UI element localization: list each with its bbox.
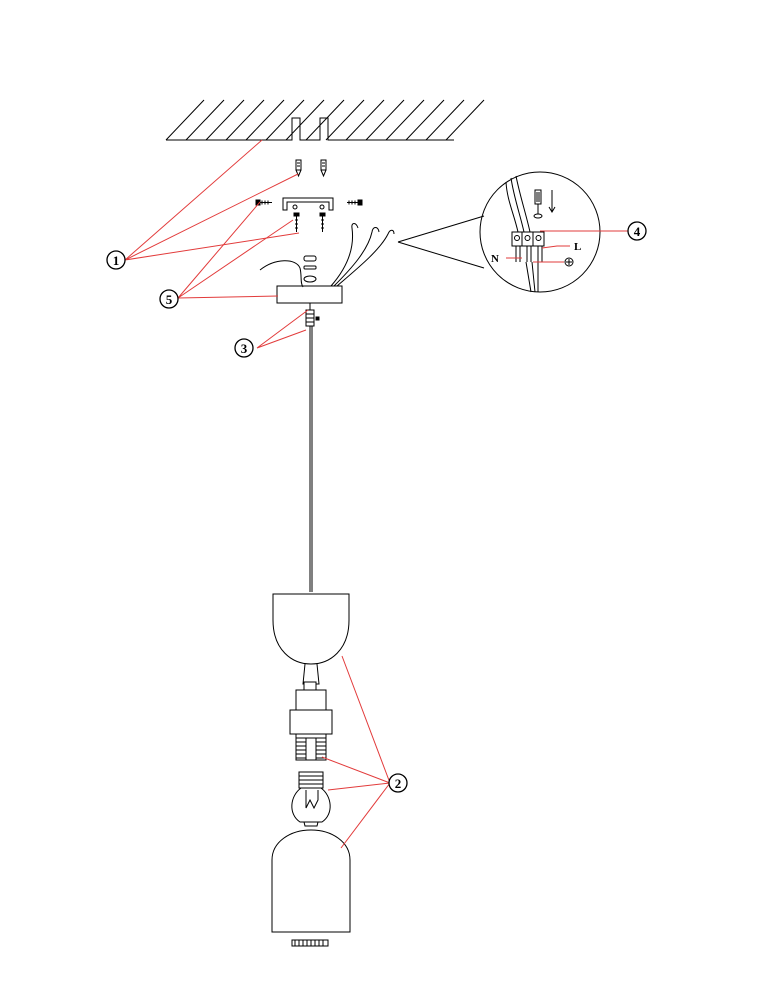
hatch-line bbox=[185, 99, 225, 141]
canopy-small-parts bbox=[303, 255, 317, 283]
hatch-line bbox=[365, 99, 405, 141]
leader-5 bbox=[177, 201, 294, 299]
detail-circle bbox=[479, 171, 601, 293]
svg-text:5: 5 bbox=[166, 292, 173, 307]
live-leader bbox=[541, 245, 570, 249]
hatch-line bbox=[385, 99, 425, 141]
hatch-line bbox=[425, 99, 465, 141]
shade-ring bbox=[291, 939, 329, 947]
hatch-line bbox=[325, 99, 365, 141]
hatch-line bbox=[245, 99, 285, 141]
canopy bbox=[276, 285, 343, 304]
svg-text:4: 4 bbox=[634, 224, 641, 239]
leader-2 bbox=[321, 655, 391, 849]
wall-plug-right bbox=[320, 159, 327, 178]
supply-wires bbox=[330, 223, 395, 287]
lamp-socket bbox=[289, 681, 333, 761]
ground-symbol bbox=[564, 257, 574, 267]
screw-right-horizontal bbox=[347, 199, 363, 206]
screw-vertical-right bbox=[319, 212, 326, 232]
mounting-bracket bbox=[282, 197, 334, 211]
callout-leaders bbox=[124, 139, 629, 849]
neutral-label: N bbox=[491, 253, 499, 265]
svg-text:2: 2 bbox=[395, 776, 402, 791]
bracket-screws bbox=[255, 199, 363, 232]
callout-badge-1: 1 bbox=[106, 250, 126, 270]
callout-badge-4: 4 bbox=[627, 221, 647, 241]
terminal-block bbox=[511, 231, 545, 262]
ground-wire-loop bbox=[259, 260, 304, 288]
bulb-filament bbox=[305, 790, 319, 810]
hatch-line bbox=[205, 99, 245, 141]
cable-gland bbox=[305, 303, 320, 327]
hatch-line bbox=[345, 99, 385, 141]
detail-wires bbox=[505, 175, 539, 293]
ceiling-hatching bbox=[165, 99, 485, 141]
hatch-line bbox=[305, 99, 345, 141]
screw-left-horizontal bbox=[255, 199, 272, 206]
callout-badge-2: 2 bbox=[388, 773, 408, 793]
detail-pointer bbox=[397, 215, 485, 269]
leader-1 bbox=[124, 139, 300, 261]
tighten-arrow bbox=[548, 190, 556, 213]
hatch-line bbox=[445, 99, 485, 141]
callout-badge-5: 5 bbox=[159, 289, 179, 309]
wiring-detail: N L bbox=[397, 171, 601, 293]
screwdriver-icon bbox=[533, 189, 543, 219]
upper-shade bbox=[272, 593, 350, 665]
live-label: L bbox=[574, 241, 581, 253]
light-bulb bbox=[291, 771, 331, 827]
hatch-line bbox=[405, 99, 445, 141]
hatch-line bbox=[165, 99, 205, 141]
callout-badge-3: 3 bbox=[234, 338, 254, 358]
svg-text:3: 3 bbox=[241, 341, 248, 356]
hatch-line bbox=[265, 99, 305, 141]
leader-3 bbox=[256, 309, 309, 349]
lower-shade bbox=[271, 829, 351, 933]
svg-text:1: 1 bbox=[113, 253, 120, 268]
ceiling bbox=[165, 99, 485, 141]
ceiling-line bbox=[166, 117, 454, 141]
shade-to-socket-neck bbox=[302, 663, 320, 685]
hatch-line bbox=[225, 99, 265, 141]
wall-plug-left bbox=[295, 159, 302, 178]
canopy-assembly bbox=[259, 223, 395, 327]
wall-plugs bbox=[295, 159, 327, 178]
screw-vertical-left bbox=[293, 212, 300, 232]
